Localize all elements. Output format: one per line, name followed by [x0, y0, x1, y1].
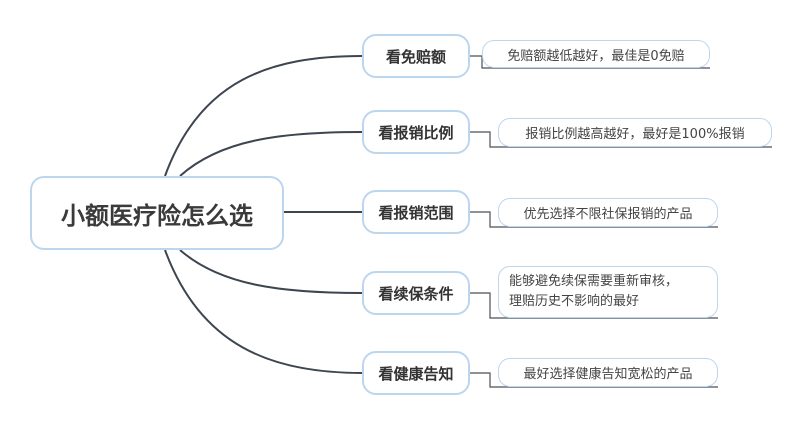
leaf-text-line-2: 理赔历史不影响的最好	[509, 294, 640, 309]
leaf-node-health-disclosure[interactable]: 最好选择健康告知宽松的产品	[498, 358, 718, 387]
connector-leaf-5	[470, 372, 718, 388]
connector-root-branch-4	[179, 249, 363, 294]
connector-leaf-3	[470, 211, 718, 228]
root-node[interactable]: 小额医疗险怎么选	[30, 176, 284, 250]
branch-label: 看免赔额	[385, 47, 446, 66]
branch-label: 看报销比例	[378, 123, 454, 142]
leaf-node-deductible[interactable]: 免赔额越低越好，最佳是0免赔	[482, 40, 710, 68]
leaf-text: 最好选择健康告知宽松的产品	[523, 367, 693, 382]
branch-label: 看健康告知	[378, 364, 454, 383]
root-label: 小额医疗险怎么选	[61, 201, 253, 230]
leaf-node-reimbursement-scope[interactable]: 优先选择不限社保报销的产品	[498, 198, 718, 227]
leaf-text: 报销比例越高越好，最好是100%报销	[525, 127, 745, 142]
connector-leaf-1	[470, 55, 710, 69]
connector-root-branch-5	[164, 249, 363, 374]
leaf-node-renewal-terms[interactable]: 能够避免续保需要重新审核， 理赔历史不影响的最好	[498, 266, 718, 318]
branch-node-renewal-terms[interactable]: 看续保条件	[362, 271, 470, 315]
branch-label: 看报销范围	[378, 203, 454, 222]
leaf-node-reimbursement-ratio[interactable]: 报销比例越高越好，最好是100%报销	[498, 118, 772, 147]
leaf-text: 免赔额越低越好，最佳是0免赔	[507, 48, 685, 64]
branch-node-reimbursement-ratio[interactable]: 看报销比例	[362, 110, 470, 154]
branch-node-deductible[interactable]: 看免赔额	[362, 34, 470, 78]
branch-node-health-disclosure[interactable]: 看健康告知	[362, 351, 470, 395]
branch-label: 看续保条件	[378, 284, 454, 303]
branch-node-reimbursement-scope[interactable]: 看报销范围	[362, 190, 470, 234]
connector-leaf-4	[470, 292, 718, 319]
leaf-text-line-1: 能够避免续保需要重新审核，	[509, 274, 679, 289]
connector-root-branch-1	[164, 55, 363, 177]
connector-root-branch-2	[179, 131, 363, 177]
connector-leaf-2	[470, 131, 772, 148]
leaf-text: 优先选择不限社保报销的产品	[523, 207, 693, 222]
